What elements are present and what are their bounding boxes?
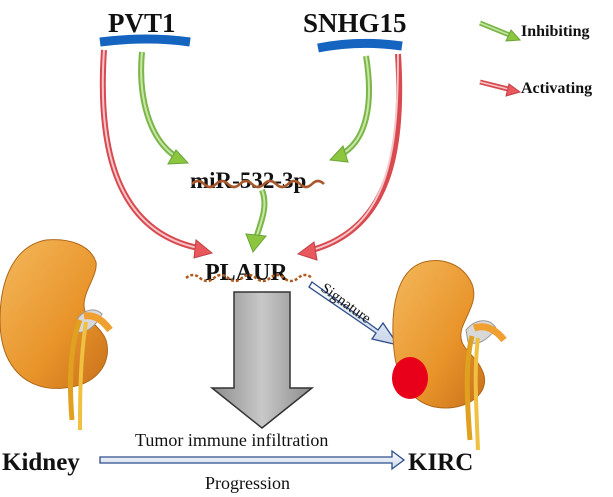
kirc-kidney-illustration [392, 260, 507, 451]
legend: Inhibiting Activating [479, 20, 592, 97]
inhibiting-arrow-mir-plaur [245, 188, 268, 253]
progression-arrow [99, 449, 406, 471]
block-arrow-down [209, 291, 315, 429]
kidney-label: Kidney [2, 449, 80, 476]
signature-arrow [308, 281, 400, 347]
legend-activating-label: Activating [521, 80, 592, 97]
progression-label: Progression [205, 473, 290, 493]
legend-inhibiting-arrow [479, 20, 522, 42]
legend-inhibiting-label: Inhibiting [521, 23, 589, 40]
mirna-squiggle [191, 179, 325, 189]
legend-activating-arrow [479, 79, 522, 97]
inhibiting-arrow-snhg15-mir [328, 55, 372, 163]
inhibiting-arrow-pvt1-mir [138, 51, 190, 165]
infiltration-label: Tumor immune infiltration [135, 430, 328, 450]
activating-arrow-pvt1-plaur [99, 49, 214, 259]
plaur-label: PLAUR [205, 260, 288, 286]
normal-kidney-illustration [0, 239, 113, 431]
tumor-mass [392, 357, 428, 399]
signature-label: Signature [318, 280, 374, 327]
plaur-gene-line [185, 273, 313, 283]
snhg15-label: SNHG15 [303, 8, 407, 38]
snhg15-bar [317, 38, 403, 53]
pvt1-label: PVT1 [108, 8, 176, 38]
pvt1-bar [99, 34, 191, 47]
activating-arrow-snhg15-plaur [296, 53, 403, 261]
kirc-label: KIRC [408, 449, 473, 476]
